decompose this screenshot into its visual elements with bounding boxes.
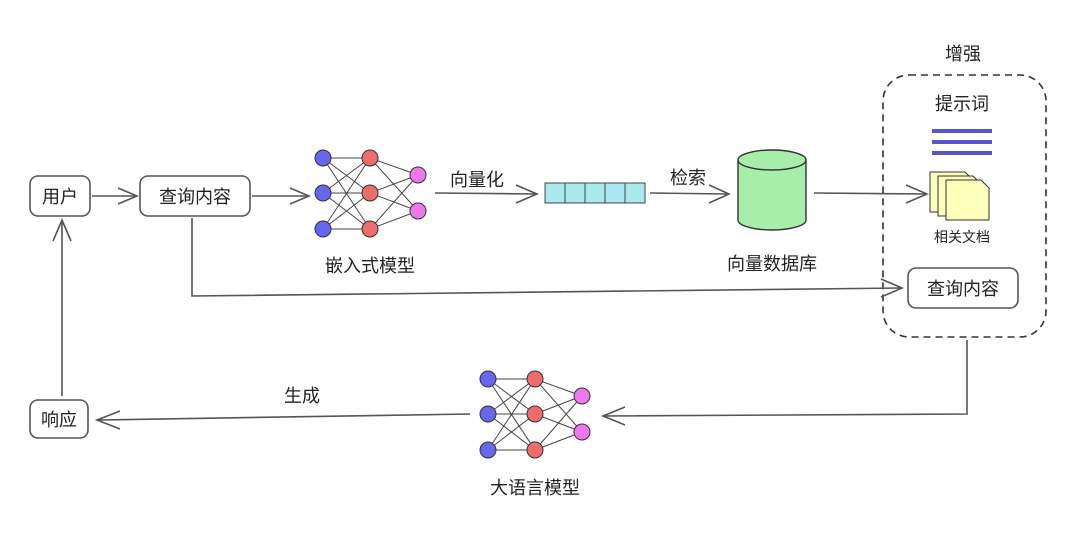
augment-group — [882, 74, 1047, 338]
related-docs-label: 相关文档 — [934, 230, 990, 246]
embedding-model-label: 嵌入式模型 — [325, 256, 415, 277]
user-label: 用户 — [42, 187, 78, 208]
response-node: 响应 — [29, 399, 89, 439]
augment-query-label: 查询内容 — [927, 279, 999, 300]
arrow-generate — [94, 410, 471, 430]
llm-label: 大语言模型 — [490, 478, 580, 499]
text-lines-icon — [932, 129, 992, 155]
arrow-response-to-user — [52, 217, 72, 396]
query-node: 查询内容 — [139, 175, 251, 217]
arrow-user-to-query — [92, 187, 140, 205]
retrieve-label: 检索 — [670, 168, 706, 189]
query-label: 查询内容 — [159, 187, 231, 208]
arrow-query-to-augment — [191, 218, 905, 298]
embedding-model-icon — [314, 149, 427, 238]
prompt-label: 提示词 — [935, 94, 989, 115]
llm-model-icon — [479, 370, 591, 459]
user-node: 用户 — [29, 175, 91, 217]
response-label: 响应 — [41, 410, 77, 431]
arrow-retrieve — [649, 184, 731, 204]
arrow-vectorize — [434, 184, 540, 204]
arrow-db-to-docs — [813, 184, 930, 204]
arrow-query-to-embedding — [252, 187, 312, 205]
vector-db-label: 向量数据库 — [727, 254, 817, 275]
vectorize-label: 向量化 — [450, 170, 504, 191]
arrow-augment-to-llm — [600, 340, 968, 426]
vector-cells-icon — [544, 182, 646, 204]
database-cylinder-icon — [737, 149, 807, 231]
augment-label: 增强 — [945, 44, 981, 65]
augment-query-node: 查询内容 — [907, 267, 1019, 309]
document-stack-icon — [929, 171, 990, 221]
generate-label: 生成 — [284, 386, 320, 407]
